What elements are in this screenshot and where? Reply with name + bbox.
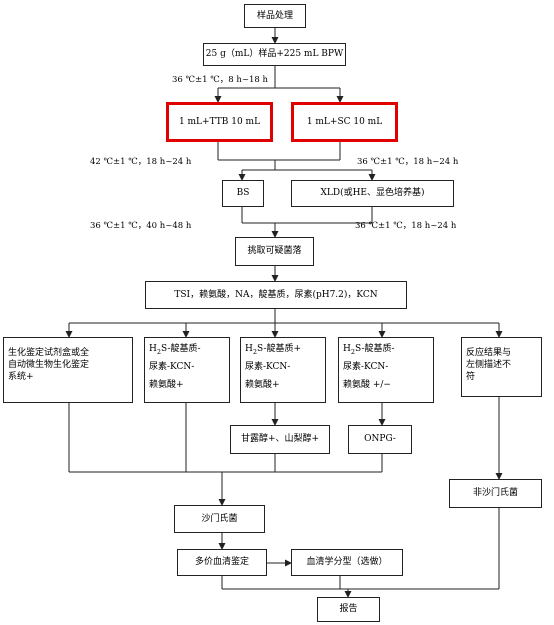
mannitol-sorbitol-box: 甘露醇+、山梨醇+ (230, 425, 330, 454)
col2-line-1-text: 靛基质- (170, 344, 201, 354)
onpg-box: ONPG- (348, 425, 412, 454)
condition-label-5: 36 ℃±1 ℃，18 h~24 h (355, 221, 457, 231)
col2-line-3: 赖氨酸+ (149, 380, 184, 391)
col3-line-3: 赖氨酸+ (245, 380, 280, 391)
condition-label-2: 42 ℃±1 ℃，18 h~24 h (90, 157, 192, 167)
biochemical-tests-box: TSI，赖氨酸，NA，靛基质，尿素(pH7.2)，KCN (145, 281, 407, 309)
bs-box: BS (222, 180, 264, 207)
result-box-3: H2S-靛基质+ 尿素-KCN- 赖氨酸+ (240, 337, 326, 403)
condition-label-3: 36 ℃±1 ℃，18 h~24 h (357, 157, 459, 167)
mismatch-line-3: 符 (466, 372, 476, 383)
h2s-tail: S- (161, 344, 171, 354)
kit-line-2: 自动微生物生化鉴定 (8, 360, 90, 371)
serotyping-box: 血清学分型（选做） (291, 549, 403, 576)
col4-line-3: 赖氨酸 +/− (343, 380, 391, 391)
col3-line-1: H2S-靛基质+ (245, 343, 321, 355)
condition-label-4: 36 ℃±1 ℃，40 h~48 h (90, 221, 192, 231)
h2s-tail: S- (257, 344, 267, 354)
col3-line-2: 尿素-KCN- (245, 362, 291, 373)
h2s-tail: S- (355, 344, 365, 354)
sc-box: 1 mL+SC 10 mL (291, 102, 398, 142)
h2s-subscript: 2 (156, 347, 161, 356)
condition-label-1: 36 ℃±1 ℃，8 h~18 h (172, 75, 268, 85)
col4-line-1-text: 靛基质- (364, 344, 395, 354)
mismatch-box: 反应结果与 左侧描述不 符 (461, 337, 542, 397)
h2s-text: H (149, 344, 157, 354)
salmonella-box: 沙门氏菌 (174, 505, 265, 533)
result-box-4: H2S-靛基质- 尿素-KCN- 赖氨酸 +/− (338, 337, 434, 403)
ttb-box: 1 mL+TTB 10 mL (166, 102, 273, 142)
kit-line-3: 系统+ (8, 372, 34, 383)
col4-line-2: 尿素-KCN- (343, 362, 389, 373)
mismatch-line-2: 左侧描述不 (466, 360, 512, 371)
biochemical-kit-box: 生化鉴定试剂盒或全 自动微生物生化鉴定 系统+ (3, 337, 133, 403)
h2s-text: H (343, 344, 351, 354)
col2-line-1: H2S-靛基质- (149, 343, 225, 355)
mismatch-line-1: 反应结果与 (466, 348, 512, 358)
sample-bpw-box: 25 g（mL）样品+225 mL BPW (203, 43, 346, 66)
pick-colonies-box: 挑取可疑菌落 (235, 237, 314, 266)
h2s-text: H (245, 344, 253, 354)
non-salmonella-box: 非沙门氏菌 (449, 479, 542, 508)
h2s-subscript: 2 (252, 347, 257, 356)
result-box-2: H2S-靛基质- 尿素-KCN- 赖氨酸+ (144, 337, 230, 403)
col3-line-1-text: 靛基质+ (266, 344, 302, 354)
polyvalent-serum-box: 多价血清鉴定 (177, 549, 267, 576)
col4-line-1: H2S-靛基质- (343, 343, 429, 355)
sample-processing-box: 样品处理 (244, 4, 306, 28)
h2s-subscript: 2 (350, 347, 355, 356)
report-box: 报告 (317, 597, 380, 622)
xld-box: XLD(或HE、显色培养基) (291, 180, 454, 207)
kit-line-1: 生化鉴定试剂盒或全 (8, 348, 90, 358)
col2-line-2: 尿素-KCN- (149, 362, 195, 373)
